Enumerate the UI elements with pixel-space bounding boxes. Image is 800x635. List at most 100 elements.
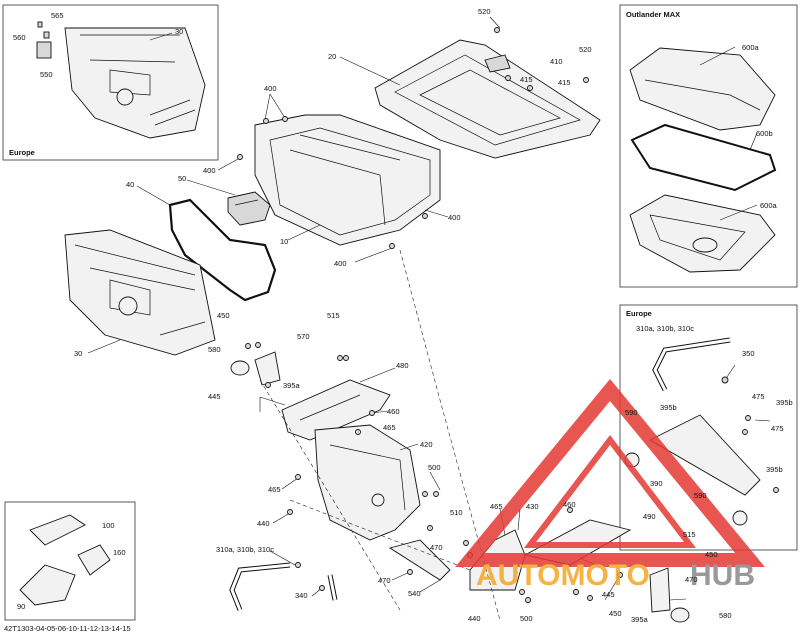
callout: 470: [685, 575, 698, 584]
callout: 520: [579, 45, 592, 54]
inset-europe-top-title: Europe: [9, 148, 35, 157]
latch-50: [227, 191, 271, 226]
callout: 395b: [660, 403, 677, 412]
callout: 400: [448, 213, 461, 222]
callout: 400: [264, 84, 277, 93]
callout: 10: [280, 237, 288, 246]
callout: 310a, 310b, 310c: [636, 324, 694, 333]
callout: 415: [558, 78, 571, 87]
inset-tools: [4, 501, 136, 621]
lid-600a: [629, 47, 776, 131]
callout: 550: [40, 70, 53, 79]
callout: 460: [563, 500, 576, 509]
bracket-450: [649, 567, 671, 613]
front-panel-30: [64, 229, 216, 356]
callout: 600b: [756, 129, 773, 138]
callout: 100: [102, 521, 115, 530]
inset-europe-right: [619, 304, 798, 551]
callout: 310a, 310b, 310c: [216, 545, 274, 554]
watermark-triangle: [455, 378, 765, 567]
callout: 40: [126, 180, 134, 189]
assembly-line-1: [399, 249, 501, 621]
callout: 560: [13, 33, 26, 42]
callout: 580: [208, 345, 221, 354]
callout: 445: [208, 392, 221, 401]
tool-kit-90: [19, 514, 111, 606]
callout: 450: [217, 311, 230, 320]
watermark: AUTOMOTO HUB: [455, 378, 765, 592]
callout: 20: [328, 52, 336, 61]
inset-outlander-max-title: Outlander MAX: [626, 10, 680, 19]
watermark-text-1: AUTOMOTO: [476, 559, 650, 592]
callout: 390: [650, 479, 663, 488]
callout: 540: [408, 589, 421, 598]
watermark-text-2: HUB: [690, 559, 755, 592]
callout: 395a: [283, 381, 301, 390]
callout: 350: [742, 349, 755, 358]
bumper-580-left: [230, 360, 250, 376]
callout: 440: [257, 519, 270, 528]
callout: 470: [430, 543, 443, 552]
inset-europe-top: [2, 4, 219, 161]
callout: 475: [752, 392, 765, 401]
diagram-id: 42T1303-04-05-06-10-11-12-13-14-15: [4, 624, 131, 633]
callout: 465: [490, 502, 503, 511]
callout: 420: [420, 440, 433, 449]
callout: 590: [625, 408, 638, 417]
gasket-40: [168, 198, 277, 302]
callout: 30: [74, 349, 82, 358]
handle-310-bottom: [229, 562, 338, 611]
callout: 520: [478, 7, 491, 16]
callout: 590: [694, 491, 707, 500]
callout: 160: [113, 548, 126, 557]
handle-310: [652, 337, 731, 392]
storage-box-10: [254, 114, 441, 246]
bracket-480: [281, 379, 391, 441]
callout: 400: [203, 166, 216, 175]
front-panel-europe: [64, 27, 206, 139]
callout: 50: [178, 174, 186, 183]
callout: 445: [602, 590, 615, 599]
callout: 430: [526, 502, 539, 511]
callout: 340: [295, 591, 308, 600]
callout: 395b: [766, 465, 783, 474]
cover-420: [314, 424, 421, 541]
box-600a: [629, 194, 776, 273]
callout: 400: [334, 259, 347, 268]
rack-20: [374, 39, 601, 159]
callout: 450: [705, 550, 718, 559]
inset-europe-right-title: Europe: [626, 309, 652, 318]
callout: 450: [609, 609, 622, 618]
seal-600b: [630, 123, 777, 192]
callout: 415: [520, 75, 533, 84]
callout: 600a: [760, 201, 778, 210]
callout: 515: [683, 530, 696, 539]
callout: 480: [396, 361, 409, 370]
callout: 395a: [631, 615, 649, 624]
callout: 410: [550, 57, 563, 66]
callout: 30: [175, 27, 183, 36]
callout: 500: [520, 614, 533, 623]
callout: 600a: [742, 43, 760, 52]
callout: 510: [450, 508, 463, 517]
bumper-580-right: [670, 607, 690, 623]
callout-labels: 30 560 565 550 520 20 410 415 415 520 60…: [13, 7, 793, 624]
callout: 440: [468, 614, 481, 623]
callout: 570: [297, 332, 310, 341]
callout: 475: [771, 424, 784, 433]
callout: 460: [387, 407, 400, 416]
callout: 395b: [776, 398, 793, 407]
callout: 465: [383, 423, 396, 432]
callout: 515: [327, 311, 340, 320]
callout: 500: [428, 463, 441, 472]
inset-outlander-max: [619, 4, 798, 288]
latch-assembly-550: [36, 21, 52, 59]
callout: 565: [51, 11, 64, 20]
callout: 465: [268, 485, 281, 494]
assembly-line-2: [259, 379, 401, 611]
bracket-570: [254, 351, 281, 386]
callout: 490: [643, 512, 656, 521]
callout: 90: [17, 602, 25, 611]
bracket-540: [388, 539, 451, 581]
